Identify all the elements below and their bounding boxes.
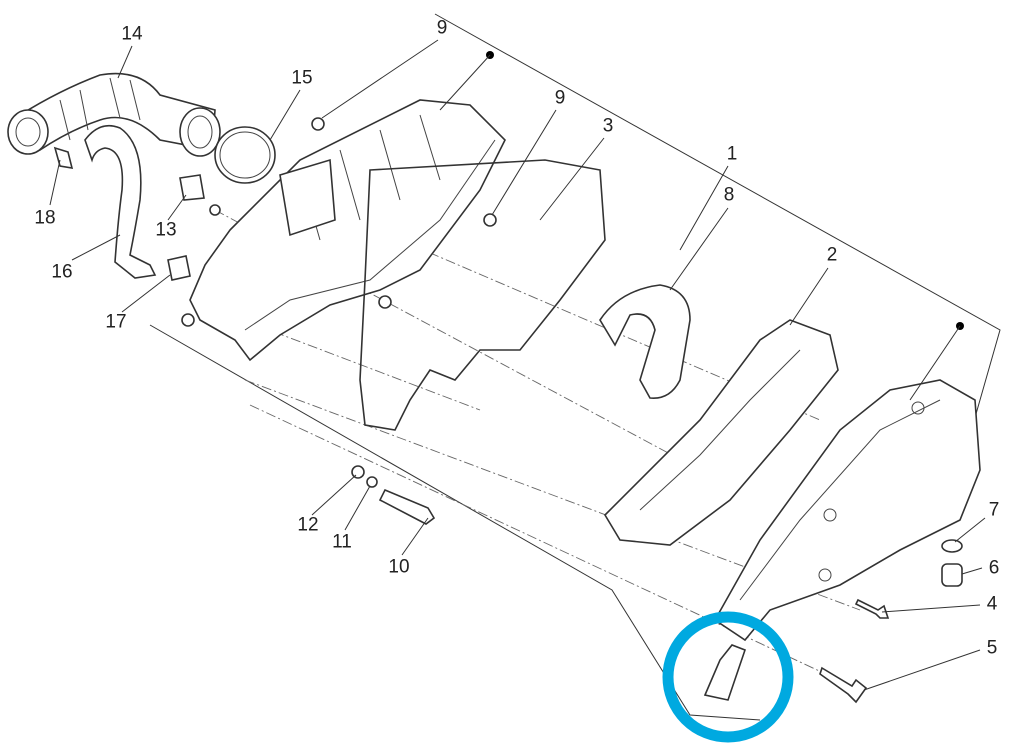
washer	[209, 204, 221, 216]
label-part-14: 14	[121, 23, 143, 45]
label-part-18: 18	[34, 207, 56, 229]
highlight-circle	[662, 611, 794, 743]
part-18-clip	[53, 146, 74, 169]
label-part-2: 2	[826, 244, 838, 266]
label-part-8: 8	[723, 184, 735, 206]
part-8-elbow	[599, 284, 691, 399]
label-part-13: 13	[155, 219, 177, 241]
part-7-clamp	[941, 539, 963, 553]
air-filter-housing	[181, 99, 506, 362]
label-part-3: 3	[602, 115, 614, 137]
label-part-17: 17	[105, 311, 127, 333]
label-part-9: 9	[436, 17, 448, 39]
label-part-12: 12	[297, 514, 319, 536]
part-15-clamp	[214, 126, 276, 184]
leader-lines	[49, 39, 986, 691]
part-12-washer	[351, 465, 365, 479]
assembly-boundary	[149, 13, 1001, 721]
drain-tube	[703, 644, 747, 701]
label-part-4: 4	[986, 593, 998, 615]
label-part-16: 16	[51, 261, 73, 283]
part-3-gasket	[359, 159, 606, 431]
part-17-cap	[167, 255, 191, 281]
label-part-7: 7	[988, 499, 1000, 521]
part-13-clip	[179, 174, 205, 201]
label-part-1: 1	[726, 143, 738, 165]
part-11-washer	[366, 476, 378, 488]
alignment-lines	[189, 209, 861, 691]
part-14-intake-duct	[7, 72, 221, 157]
label-part-6: 6	[988, 557, 1000, 579]
part-10-bolt	[378, 488, 436, 525]
washer	[378, 295, 392, 309]
label-part-9: 9	[554, 87, 566, 109]
part-5-screw	[819, 666, 868, 704]
label-part-15: 15	[291, 67, 313, 89]
part-6-plug	[941, 563, 963, 587]
part-16-hose	[84, 124, 157, 279]
label-part-10: 10	[388, 556, 410, 578]
part-9-washer	[483, 213, 497, 227]
label-part-5: 5	[986, 637, 998, 659]
label-part-11: 11	[332, 531, 352, 553]
air-filter-cover	[713, 379, 981, 642]
part-4-screw	[854, 598, 890, 619]
part-9-washer	[311, 117, 325, 131]
